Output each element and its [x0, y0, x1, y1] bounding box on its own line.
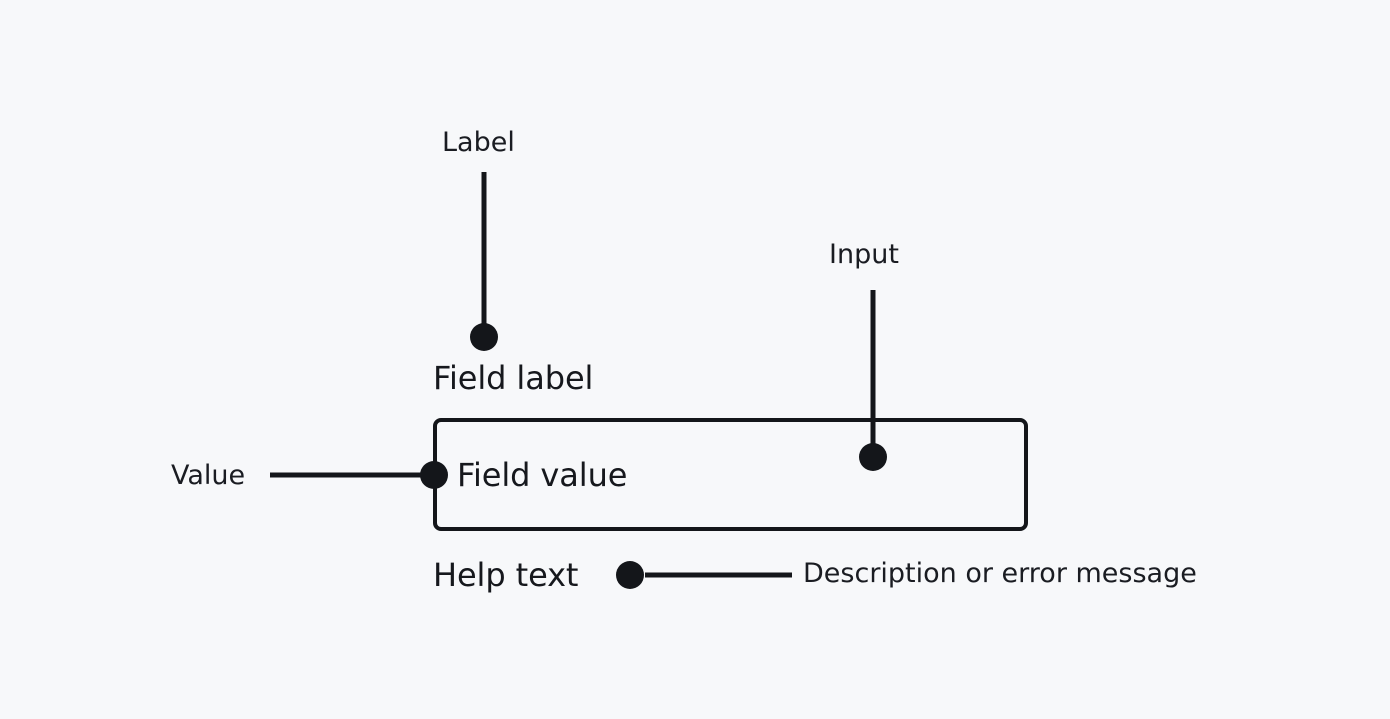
field-value-text: Field value	[457, 456, 628, 494]
annotation-value: Value	[171, 460, 246, 491]
field-help-text: Help text	[433, 556, 579, 594]
label-connector-dot-icon	[470, 323, 498, 351]
field-input-box[interactable]	[433, 418, 1028, 531]
field-label: Field label	[433, 359, 594, 397]
annotation-input: Input	[829, 239, 899, 270]
annotation-label: Label	[442, 127, 515, 158]
help-connector-dot-icon	[616, 561, 644, 589]
annotation-description: Description or error message	[803, 558, 1197, 589]
